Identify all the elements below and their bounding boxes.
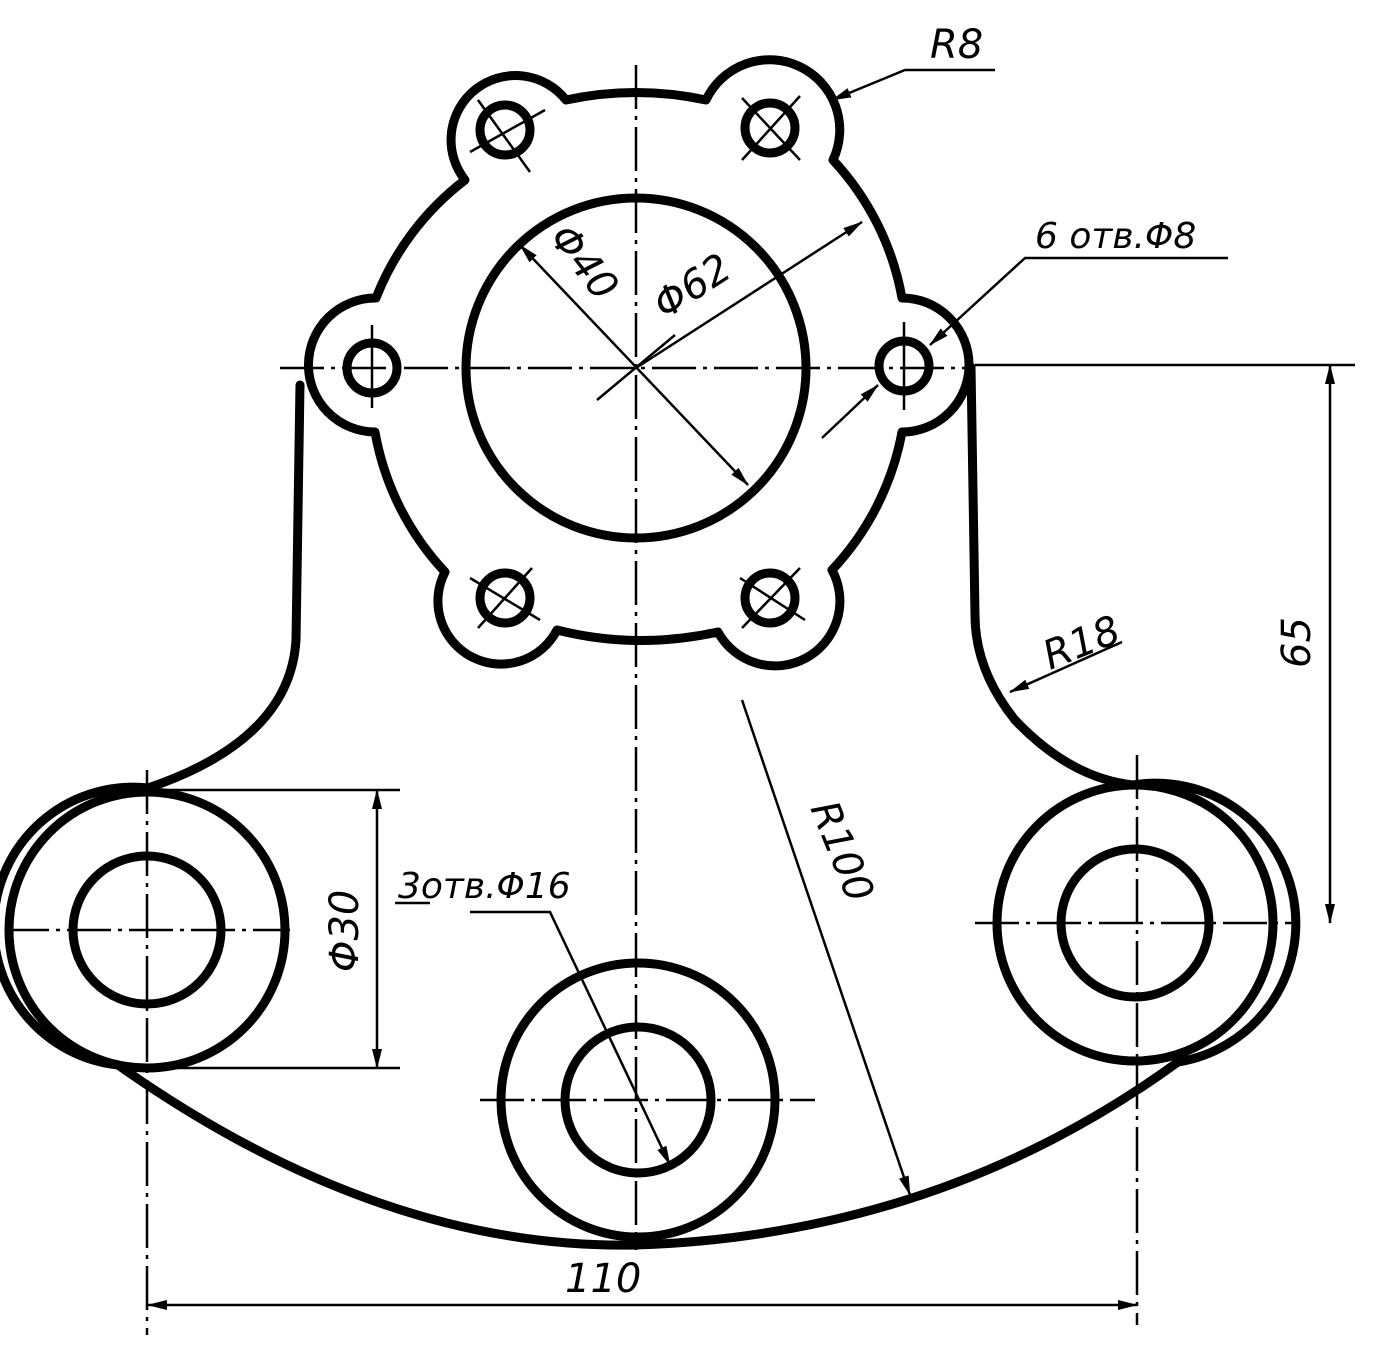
label-r8: R8 [930,22,983,68]
label-r18: R18 [1037,607,1127,679]
dimension-texts: R8 6 отв.Φ8 Φ40 Φ62 R18 65 R100 Φ30 3отв… [322,22,1320,1302]
bolt-hole-top-left [475,100,535,160]
lower-bosses [4,780,1278,1242]
label-three-holes: 3отв.Φ16 [398,866,571,907]
flange-outline [304,55,974,671]
label-65: 65 [1274,617,1320,668]
label-r100: R100 [801,795,883,909]
label-six-holes: 6 отв.Φ8 [1035,216,1196,257]
dimension-lines [147,68,1355,1310]
label-d30: Φ30 [322,890,368,972]
center-lines [5,65,1300,1335]
label-110: 110 [565,1256,641,1302]
plate-outline [0,362,1301,1250]
